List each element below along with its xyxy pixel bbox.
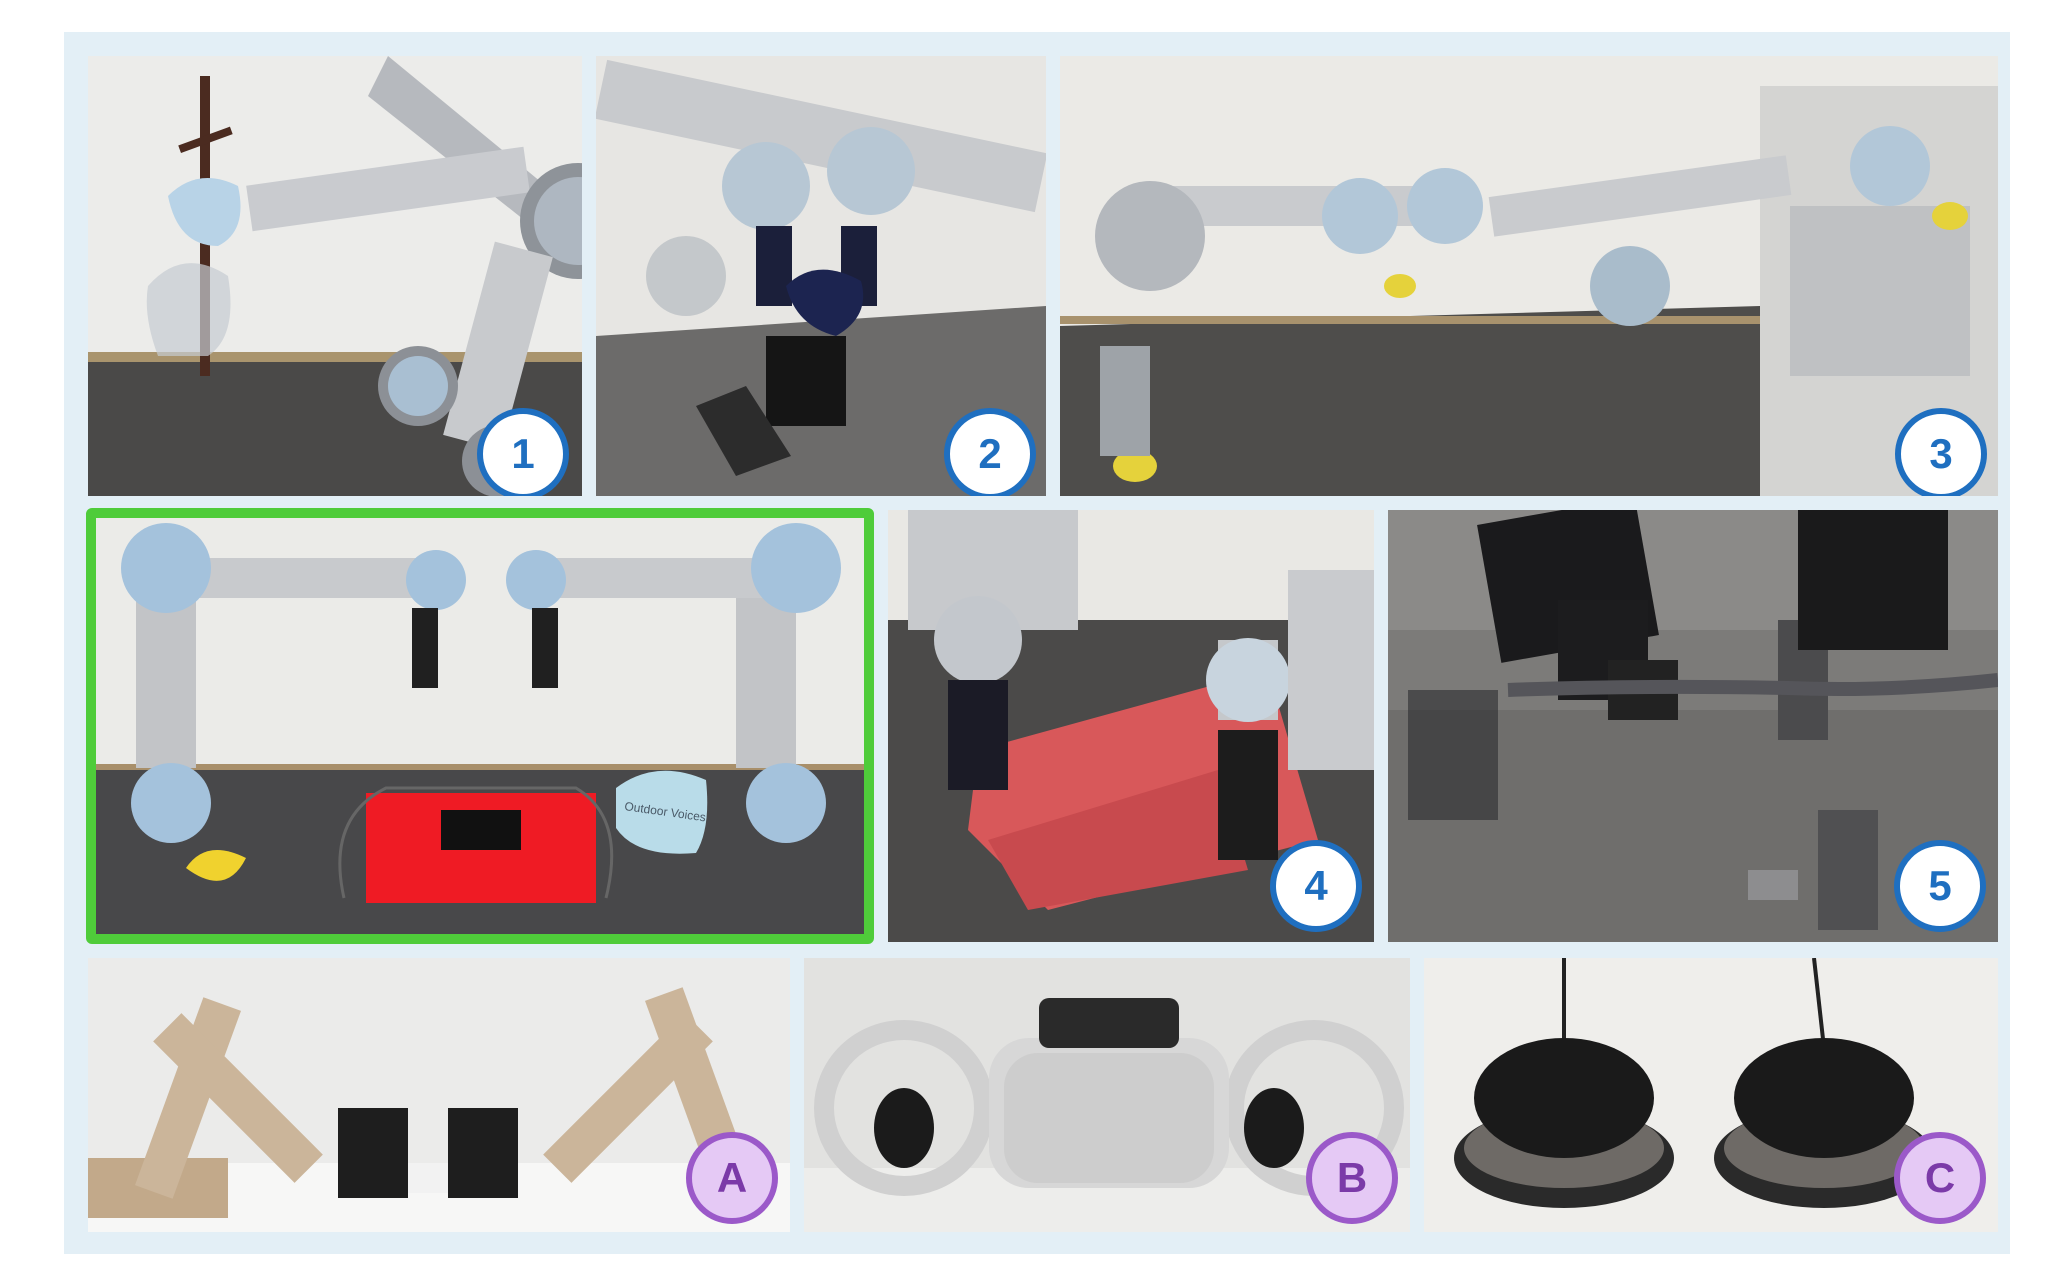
device-badge-b: B	[1306, 1132, 1398, 1224]
photo-teleop-device-b-vr-headset: B	[804, 958, 1410, 1232]
photo-teleop-device-c-spacemouse: C	[1424, 958, 1998, 1232]
device-badge-c: C	[1894, 1132, 1986, 1224]
photo-task-1-hat-hanging: 1	[88, 56, 582, 496]
step-badge-4: 4	[1270, 840, 1362, 932]
step-badge-2: 2	[944, 408, 1036, 496]
photo-task-3-banana-handover: 3	[1060, 56, 1998, 496]
photo-task-2-shoe-insertion: 2	[596, 56, 1046, 496]
step-badge-5: 5	[1894, 840, 1986, 932]
photo-teleop-device-a-leader-arms: A	[88, 958, 790, 1232]
device-badge-a: A	[686, 1132, 778, 1224]
step-badge-1: 1	[477, 408, 569, 496]
step-badge-3: 3	[1895, 408, 1987, 496]
highlight-frame-setup	[86, 508, 874, 944]
photo-task-4-towel-folding: 4	[888, 510, 1374, 942]
photo-bimanual-setup-overview: Outdoor Voices	[96, 518, 864, 934]
photo-task-5-cable-plugging: 5	[1388, 510, 1998, 942]
